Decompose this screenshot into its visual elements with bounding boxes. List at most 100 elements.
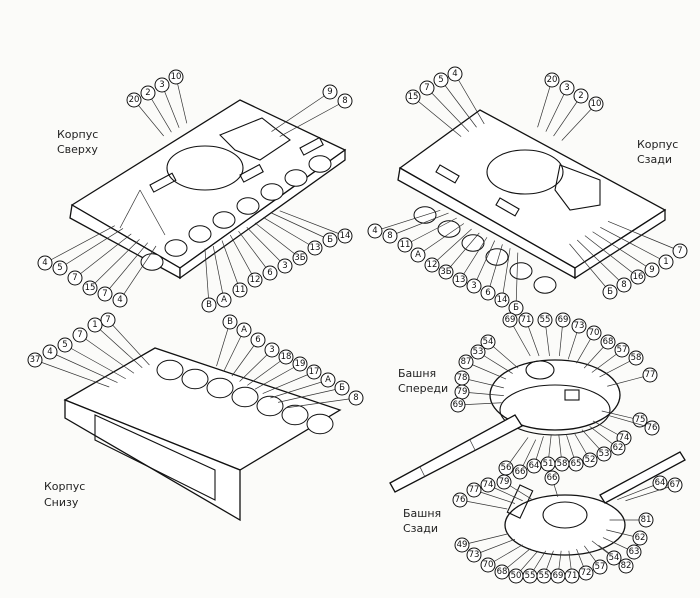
leader-line (459, 499, 508, 510)
callout-bubble (306, 364, 322, 380)
callout-bubble (630, 269, 646, 285)
callout-bubble (67, 270, 83, 286)
leader-line (221, 240, 241, 291)
callout-bubble (618, 558, 634, 574)
road-wheel (188, 225, 212, 243)
callout-bubble (201, 297, 217, 313)
callout-bubble (264, 342, 280, 358)
leader-line (216, 321, 231, 367)
leader-line (561, 103, 597, 141)
callout-bubble (573, 88, 589, 104)
callout-bubble (307, 240, 323, 256)
callout-number: 63 (629, 547, 640, 557)
callout-number: 56 (501, 463, 512, 473)
callout-bubble (236, 322, 252, 338)
callout-number: 55 (525, 571, 536, 581)
callout-number: 53 (599, 449, 610, 459)
leader-line (404, 217, 457, 246)
callout-bubble (42, 344, 58, 360)
callout-number: 76 (455, 495, 466, 505)
leader-line (212, 245, 225, 301)
callout-number: 70 (483, 560, 494, 570)
leader-line (417, 223, 465, 256)
callout-number: 66 (515, 467, 526, 477)
callout-bubble (348, 390, 364, 406)
callout-bubble (638, 512, 654, 528)
hull-bottom-caption: Корпус Снизу (44, 480, 85, 509)
road-wheel (140, 253, 164, 271)
callout-bubble (410, 247, 426, 263)
leader-line (617, 482, 661, 500)
callout-number: 50 (511, 571, 522, 581)
leader-line (59, 228, 124, 269)
road-wheel (485, 248, 509, 266)
callout-bubble (606, 550, 622, 566)
caption-hull-rear-line1: Корпус (637, 138, 678, 151)
road-wheel (308, 155, 332, 173)
callout-bubble (419, 80, 435, 96)
leader-line (487, 244, 503, 294)
callout-bubble (97, 286, 113, 302)
callout-bubble (496, 474, 512, 490)
leader-line (608, 415, 653, 429)
callout-number: 57 (617, 345, 628, 355)
callout-number: 3Б (294, 253, 305, 263)
leader-line (426, 87, 470, 132)
callout-number: 20 (129, 95, 140, 105)
callout-bubble (582, 452, 598, 468)
caption-turret-rear-line1: Башня (403, 507, 441, 520)
callout-bubble (52, 260, 68, 276)
callout-number: 69 (453, 400, 464, 410)
callout-bubble (405, 89, 421, 105)
callout-bubble (502, 312, 518, 328)
turret-front-caption: Башня Спереди (398, 367, 448, 395)
callout-bubble (588, 96, 604, 112)
callout-number: Б (339, 383, 345, 393)
callout-bubble (537, 312, 553, 328)
callout-number: 71 (567, 571, 578, 581)
leader-line (459, 237, 488, 281)
callout-number: 6 (485, 288, 490, 298)
callout-bubble (568, 456, 584, 472)
leader-line (454, 73, 485, 125)
callout-number: 68 (497, 567, 508, 577)
callout-number: 49 (457, 540, 468, 550)
callout-bubble (82, 280, 98, 296)
leader-line (107, 319, 150, 366)
callout-number: 69 (505, 315, 516, 325)
callout-number: 73 (469, 550, 480, 560)
callout-bubble (571, 318, 587, 334)
turret-front-drawing (389, 359, 621, 493)
leader-line (119, 245, 157, 301)
leader-line (625, 484, 676, 502)
leader-line (89, 239, 140, 289)
leader-line (271, 91, 331, 132)
hull-top-drawing (69, 99, 347, 280)
callout-number: 8 (342, 96, 347, 106)
callout-bubble (87, 317, 103, 333)
callout-bubble (154, 77, 170, 93)
callout-bubble (452, 492, 468, 508)
leader-line (223, 329, 245, 371)
callout-bubble (592, 559, 608, 575)
callout-bubble (168, 69, 184, 85)
callout-bubble (494, 564, 510, 580)
callout-number: 12 (427, 260, 438, 270)
caption-hull-top-line1: Корпус (57, 128, 98, 141)
callout-bubble (512, 464, 528, 480)
leader-line (229, 234, 256, 281)
road-wheel (281, 404, 309, 426)
road-wheel (231, 386, 259, 408)
callout-number: 67 (670, 480, 681, 490)
callout-number: 3 (269, 345, 274, 355)
callout-bubble (628, 350, 644, 366)
callout-bubble (247, 272, 263, 288)
callout-bubble (447, 66, 463, 82)
leader-line (271, 212, 331, 241)
leader-line (270, 379, 329, 399)
callout-number: 6 (267, 268, 272, 278)
callout-bubble (586, 325, 602, 341)
leader-line (279, 100, 346, 137)
callout-number: 14 (340, 231, 351, 241)
callout-bubble (334, 380, 350, 396)
